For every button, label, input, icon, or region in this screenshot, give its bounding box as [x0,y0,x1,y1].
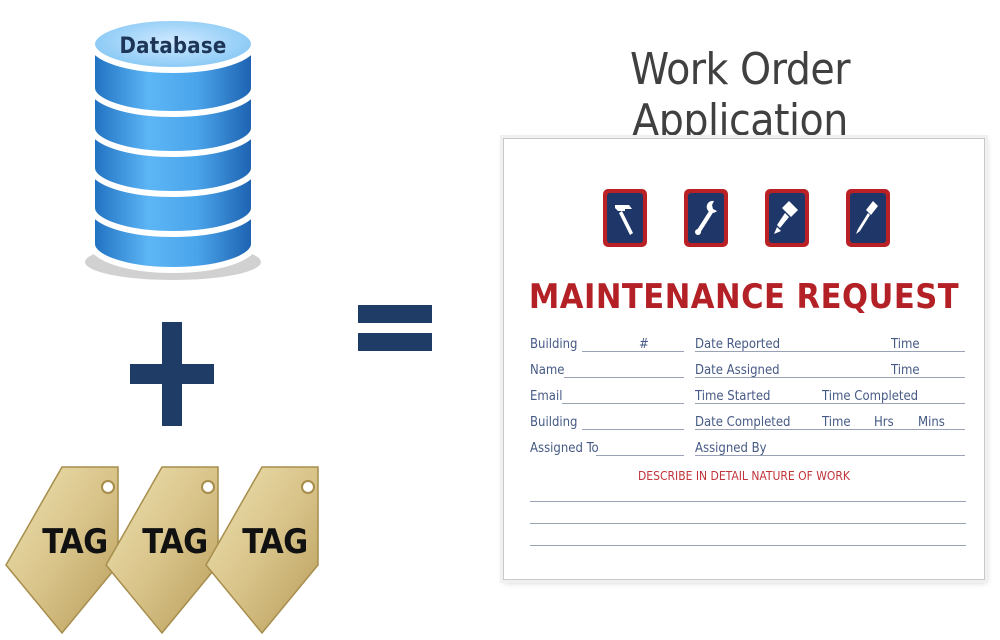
database-label: Database [119,34,227,59]
line-time-started [695,403,965,404]
label-building: Building [530,337,578,352]
tag-label-2: TAG [142,522,208,562]
label-time-started: Time Started [695,389,771,404]
line-email [562,403,684,404]
line-date-completed [695,429,965,430]
work-line-1 [530,501,966,502]
tag-label-3: TAG [242,522,308,562]
line-building [582,351,684,352]
line-date-reported [695,351,965,352]
tag-icon-2 [105,466,219,635]
app-title: Work Order Application [630,44,850,146]
label-date-assigned: Date Assigned [695,363,780,378]
line-name [564,377,684,378]
database-icon [85,15,261,280]
equals-sign-bottom [358,333,432,351]
label-name: Name [530,363,565,378]
hammer-icon [603,189,647,247]
line-date-assigned [695,377,965,378]
screwdriver-icon [846,189,890,247]
label-building-2: Building [530,415,578,430]
maintenance-request-form: MAINTENANCE REQUEST Building # Date Repo… [503,138,985,580]
wrench-icon [684,189,728,247]
label-hrs: Hrs [874,415,894,430]
label-time-3: Time [822,415,851,430]
tag-icon-3 [205,466,319,635]
tag-icon-1 [5,466,119,635]
plus-sign-vertical [162,322,182,426]
label-assigned-to: Assigned To [530,441,599,456]
label-time-2: Time [891,363,920,378]
label-date-completed: Date Completed [695,415,791,430]
describe-work-label: DESCRIBE IN DETAIL NATURE OF WORK [637,469,850,483]
line-assigned-by [695,455,965,456]
equals-sign-top [358,305,432,323]
form-heading: MAINTENANCE REQUEST [528,277,960,317]
label-time-1: Time [891,337,920,352]
work-line-2 [530,523,966,524]
paintbrush-icon [765,189,809,247]
label-mins: Mins [918,415,945,430]
line-building-2 [582,429,684,430]
label-email: Email [530,389,563,404]
label-date-reported: Date Reported [695,337,781,352]
work-line-3 [530,545,966,546]
tag-label-1: TAG [42,522,108,562]
label-time-completed: Time Completed [822,389,919,404]
tags-group [5,466,319,635]
label-assigned-by: Assigned By [695,441,767,456]
line-assigned-to [596,455,684,456]
label-number: # [639,337,649,352]
